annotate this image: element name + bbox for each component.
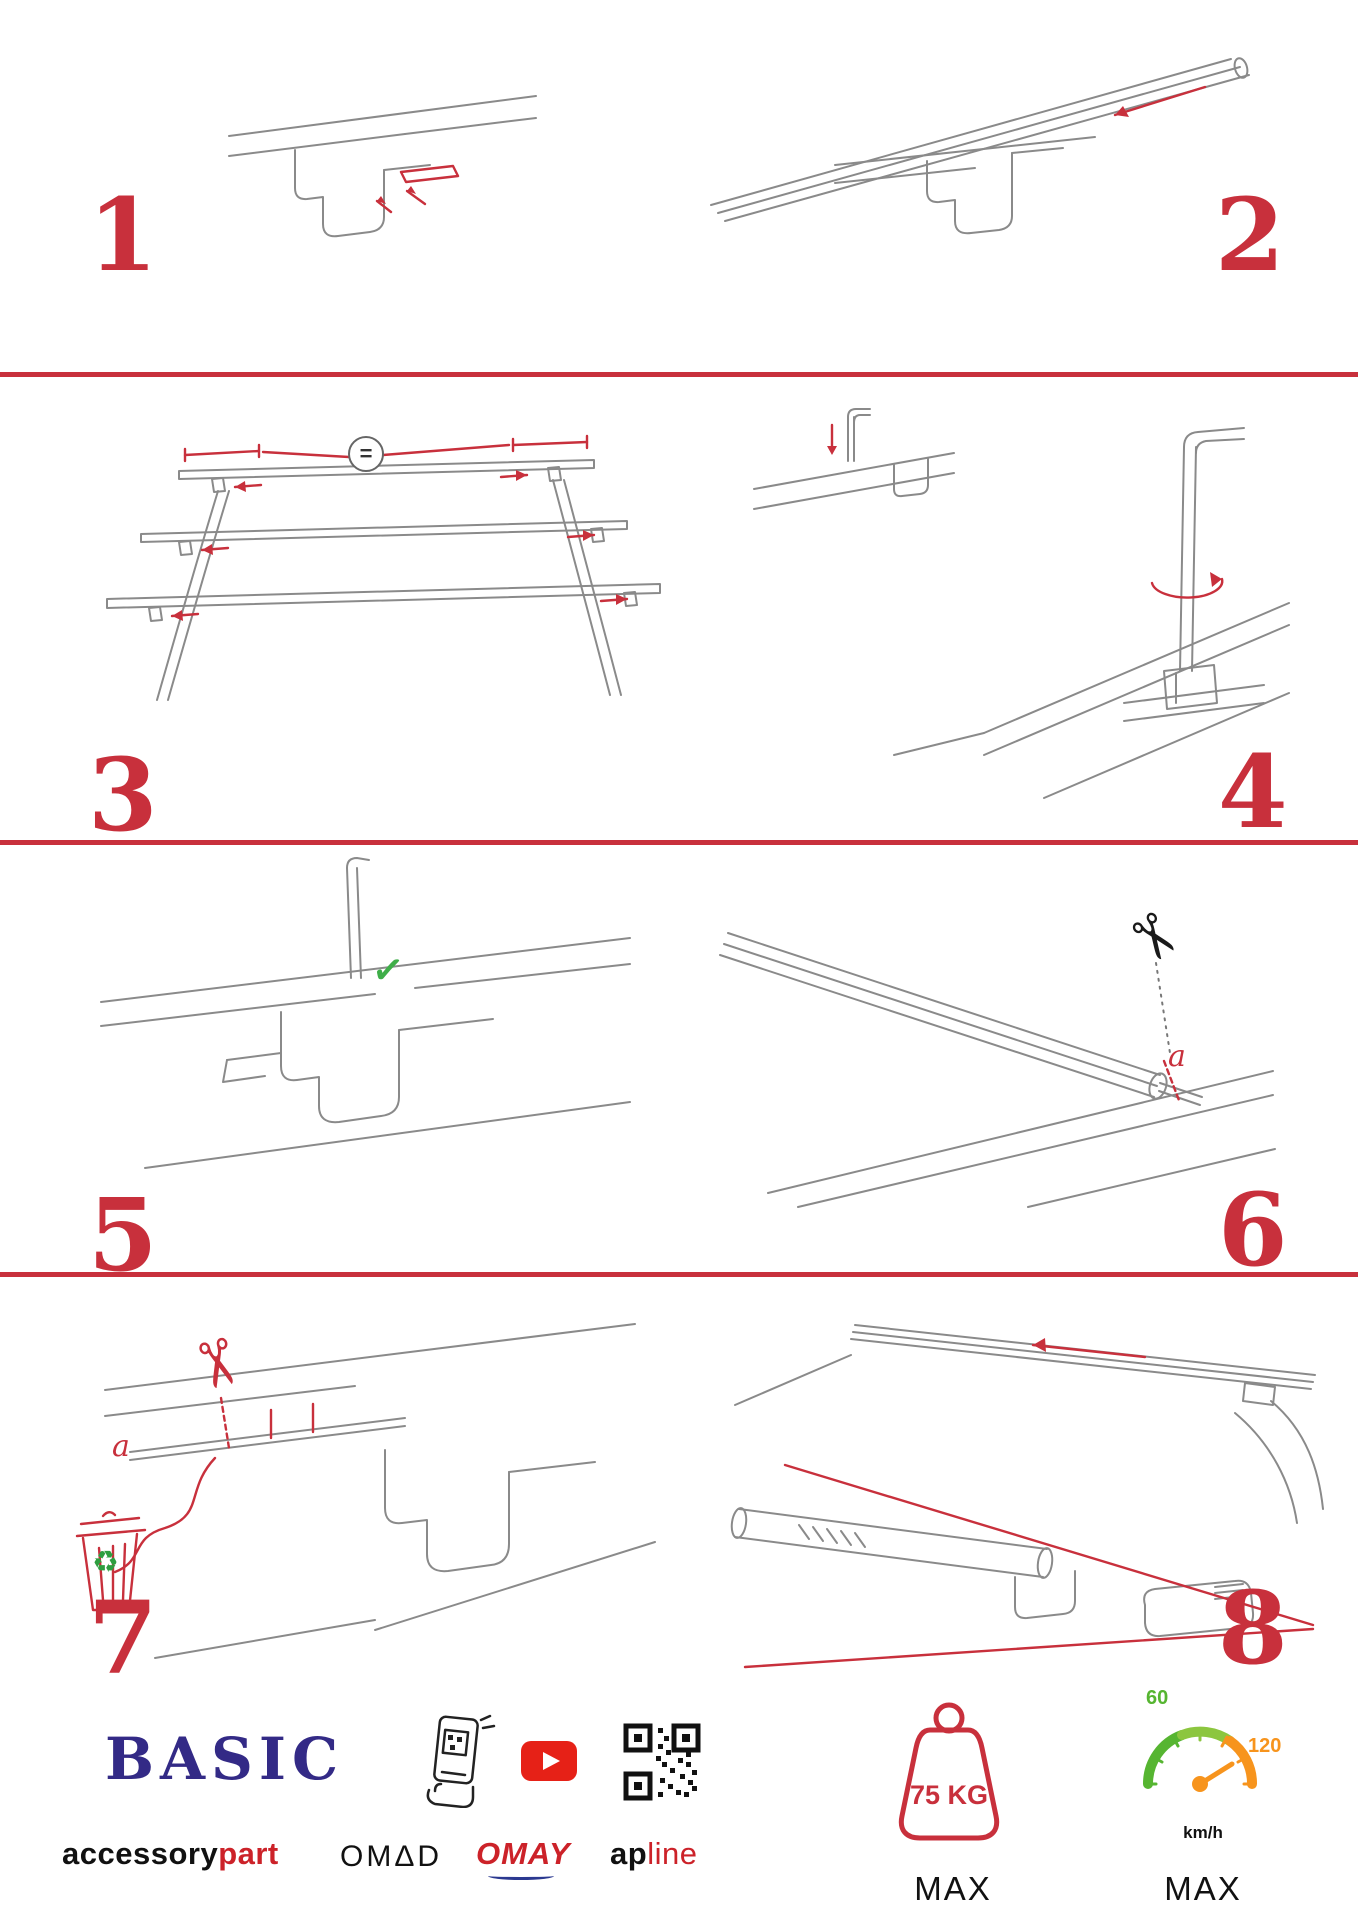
step-6-number: 6: [1218, 1171, 1288, 1289]
step-6-illustration: [719, 932, 1276, 1208]
step-8-illustration: [730, 1324, 1324, 1669]
brand-apline-black: ap: [610, 1836, 648, 1871]
step-2-illustration: [710, 57, 1250, 235]
qr-code-icon: [623, 1723, 701, 1801]
step-1-illustration: [228, 95, 537, 238]
section-divider-1: [0, 372, 1358, 377]
step-7-part-label: a: [112, 1429, 130, 1464]
brand-omay: OMAY: [476, 1836, 571, 1871]
step-7-number: 7: [88, 1579, 158, 1697]
equal-spacing-badge: =: [348, 436, 384, 472]
speed-unit: km/h: [1183, 1823, 1223, 1842]
brand-accessorypart-black: accessory: [62, 1836, 219, 1871]
max-load-value: 75 KG: [910, 1780, 988, 1810]
step-7-illustration: [75, 1323, 656, 1659]
brand-omay-underline: [488, 1872, 554, 1880]
section-divider-3: [0, 1272, 1358, 1277]
step-6-part-label: a: [1168, 1039, 1186, 1074]
brand-accessorypart: accessorypart: [62, 1838, 279, 1869]
speedometer-icon: [1142, 1726, 1258, 1792]
step-4-illustration: [753, 408, 1290, 799]
checkmark-icon: ✓: [369, 948, 406, 994]
step-5-number: 5: [88, 1176, 158, 1294]
step-5-illustration: [100, 857, 631, 1169]
recycle-icon: ♻: [92, 1546, 119, 1579]
brand-apline-red: line: [647, 1836, 698, 1871]
step-8-number: 8: [1218, 1569, 1288, 1687]
step-1-number: 1: [88, 176, 158, 294]
max-speed-label: MAX: [1164, 1870, 1242, 1907]
max-load-label: MAX: [914, 1870, 992, 1907]
series-name: BASIC: [105, 1725, 345, 1793]
brand-apline: apline: [610, 1838, 697, 1869]
step-4-number: 4: [1218, 733, 1288, 851]
brand-omad: OMΔD: [340, 1840, 443, 1873]
section-divider-2: [0, 840, 1358, 845]
speed-high-tick: 120: [1248, 1735, 1282, 1757]
phone-scan-icon: [426, 1714, 496, 1808]
max-load-weight-icon: 75 KG: [898, 1702, 1000, 1841]
youtube-icon: [521, 1741, 577, 1781]
step-3-number: 3: [88, 736, 158, 854]
speed-low-tick: 60: [1146, 1687, 1169, 1709]
step-3-illustration: [106, 434, 661, 701]
brand-accessorypart-red: part: [218, 1836, 279, 1871]
step-2-number: 2: [1215, 176, 1285, 294]
